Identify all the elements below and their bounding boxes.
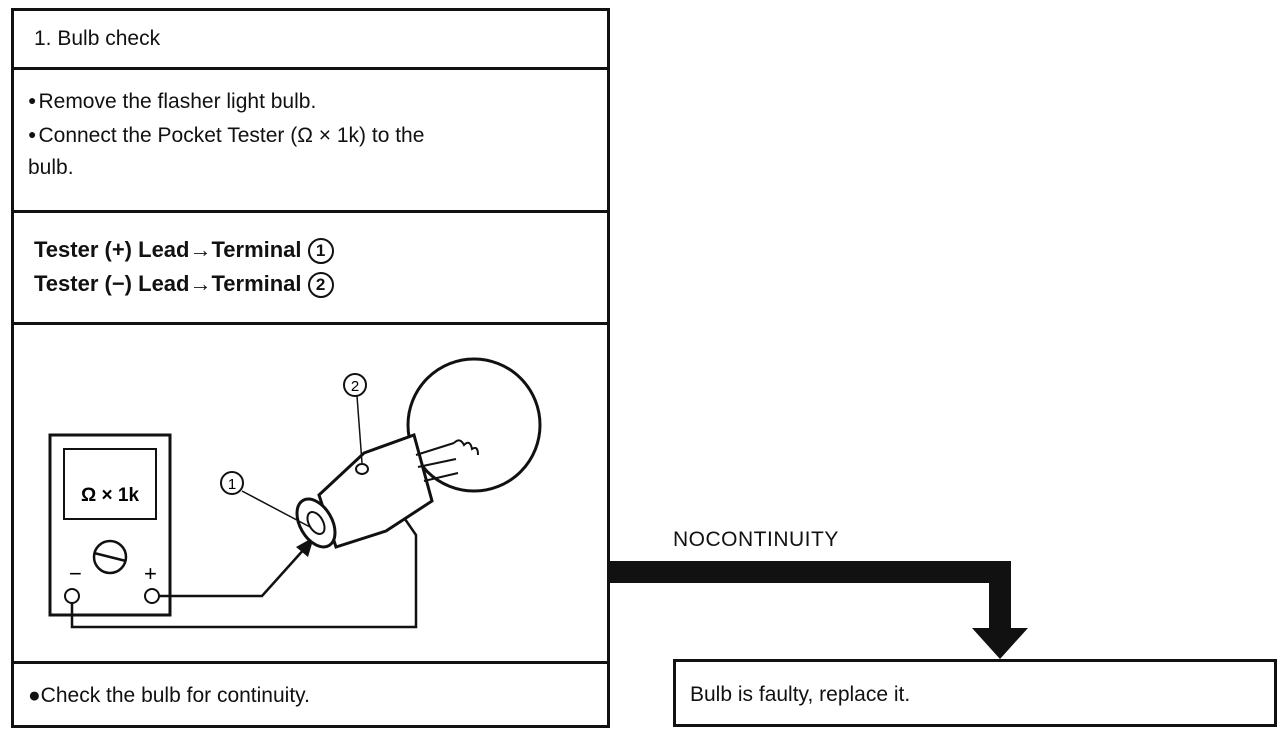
terminal-2-badge: 2 (307, 272, 334, 298)
terminal-2-leader (356, 395, 363, 464)
title-row: 1. Bulb check (11, 8, 610, 70)
tester-plus-text: Tester (+) Lead→Terminal (34, 237, 302, 262)
step-connect-tester: ●Connect the Pocket Tester (Ω × 1k) to t… (28, 118, 593, 184)
tester-minus-text: Tester (−) Lead→Terminal (34, 271, 302, 296)
flow-arrow-head-icon (972, 628, 1028, 659)
bullet-icon: ● (28, 126, 37, 142)
step-remove-bulb: ●Remove the flasher light bulb. (28, 84, 593, 118)
result-text: Bulb is faulty, replace it. (690, 683, 911, 706)
terminal-2-callout (343, 373, 367, 397)
check-row: ●Check the bulb for continuity. (11, 661, 610, 728)
step-2-text: Connect the Pocket Tester (Ω × 1k) to th… (38, 124, 425, 147)
terminal-1-badge: 1 (307, 238, 334, 264)
meter-minus-symbol: − (69, 561, 82, 586)
no-continuity-label: NOCONTINUITY (673, 528, 839, 551)
terminal-1-label: 1 (228, 476, 236, 493)
result-box: Bulb is faulty, replace it. (673, 659, 1277, 727)
section-title: 1. Bulb check (34, 27, 161, 50)
meter-knob-pointer (93, 551, 127, 563)
diagram-row: Ω × 1k − + 1 2 (11, 322, 610, 664)
check-continuity-text: ●Check the bulb for continuity. (28, 684, 310, 707)
meter-plus-symbol: + (144, 561, 157, 586)
terminal-2-label: 2 (351, 378, 359, 395)
plus-lead-wire (159, 546, 307, 598)
step-1-text: Remove the flasher light bulb. (38, 90, 317, 113)
tester-bulb-diagram: Ω × 1k − + 1 2 (48, 357, 542, 629)
meter-display (63, 448, 157, 520)
bulb-icon (295, 357, 542, 549)
flow-arrow-shaft (610, 561, 1011, 630)
step-2-continuation: bulb. (28, 156, 74, 179)
terminal-1-callout (220, 471, 244, 495)
meter-scale-label: Ω × 1k (81, 485, 139, 506)
instructions-row: ●Remove the flasher light bulb. ●Connect… (11, 67, 610, 213)
bullet-icon: ● (28, 92, 37, 108)
terminal-1-leader (241, 490, 311, 528)
